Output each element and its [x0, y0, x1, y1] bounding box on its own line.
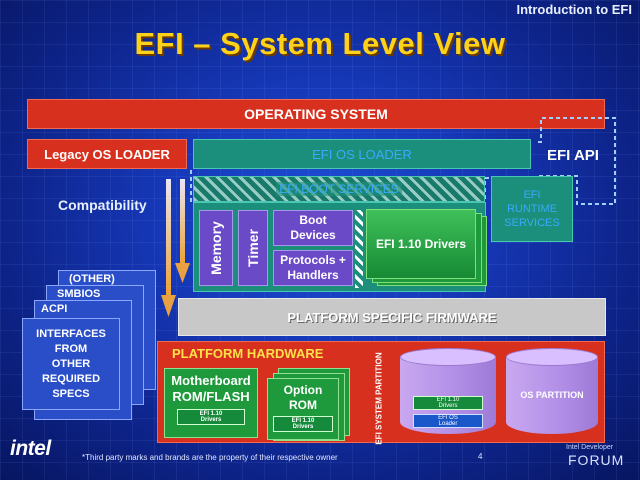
page-number: 4 [478, 452, 483, 461]
efi-drivers-box: EFI 1.10 Drivers [366, 209, 476, 279]
platform-firmware-bar: PLATFORM SPECIFIC FIRMWARE [178, 298, 606, 336]
interfaces-line-4: REQUIRED [41, 372, 101, 385]
system-partition-cylinder-top [400, 348, 496, 366]
partition-loader-chip: EFI OS Loader [413, 414, 483, 428]
option-rom-line-1: Option [283, 383, 323, 397]
runtime-line-1: EFI [523, 189, 541, 201]
option-rom-drivers-chip: EFI 1.10 Drivers [273, 416, 333, 432]
boot-devices-line-2: Devices [290, 228, 336, 242]
platform-hardware-label: PLATFORM HARDWARE [172, 346, 324, 361]
chip-line-1: EFI 1.10 [199, 411, 223, 417]
timer-label: Timer [245, 229, 261, 267]
interfaces-line-5: SPECS [52, 387, 90, 400]
chip-line-2: Drivers [292, 424, 314, 430]
forum-small-label: Intel Developer [566, 444, 614, 451]
efi-os-loader-label: EFI OS LOADER [312, 146, 412, 162]
efi-boot-services-label: EFI BOOT SERVICES [276, 182, 402, 196]
partition-drivers-line-1: EFI 1.10 [436, 397, 460, 403]
efi-boot-services: EFI BOOT SERVICES [193, 176, 485, 202]
efi-drivers-label: EFI 1.10 Drivers [375, 237, 467, 251]
option-rom-box: Option ROM EFI 1.10 Drivers [267, 378, 339, 440]
intel-logo: intel [10, 437, 51, 460]
compatibility-arrows [161, 179, 190, 317]
efi-runtime-services: EFI RUNTIME SERVICES [491, 176, 573, 242]
acpi-label: ACPI [41, 303, 68, 315]
os-partition-cylinder-top [506, 348, 598, 366]
motherboard-rom-box: Motherboard ROM/FLASH EFI 1.10 Drivers [164, 368, 258, 438]
other-label: (OTHER) [69, 273, 115, 285]
interfaces-line-3: OTHER [51, 357, 91, 370]
slide-title: EFI – System Level View [134, 26, 506, 61]
protocols-handlers-box: Protocols + Handlers [273, 250, 353, 286]
platform-firmware-label: PLATFORM SPECIFIC FIRMWARE [287, 309, 497, 325]
hatch-divider [355, 210, 363, 288]
corner-title: Introduction to EFI [516, 2, 632, 17]
legacy-os-loader-label: Legacy OS LOADER [44, 146, 170, 162]
partition-loader-line-2: Loader [438, 421, 458, 427]
operating-system-bar: OPERATING SYSTEM [27, 99, 605, 129]
footnote: *Third party marks and brands are the pr… [82, 453, 338, 462]
memory-label: Memory [208, 221, 224, 275]
efi-system-partition-label: EFI SYSTEM PARTITION [374, 351, 384, 445]
boot-devices-box: Boot Devices [273, 210, 353, 246]
partition-drivers-line-2: Drivers [438, 403, 458, 409]
boot-devices-line-1: Boot [299, 213, 327, 227]
interfaces-line-2: FROM [54, 342, 88, 355]
timer-box: Timer [238, 210, 268, 286]
runtime-line-3: SERVICES [504, 217, 560, 229]
interfaces-box: INTERFACES FROM OTHER REQUIRED SPECS [22, 318, 120, 410]
legacy-os-loader: Legacy OS LOADER [27, 139, 187, 169]
chip-line-2: Drivers [200, 417, 222, 423]
motherboard-line-1: Motherboard [171, 373, 251, 388]
compatibility-label: Compatibility [58, 197, 147, 213]
operating-system-label: OPERATING SYSTEM [244, 106, 388, 122]
os-partition-label: OS PARTITION [520, 390, 584, 400]
interfaces-line-1: INTERFACES [36, 327, 106, 340]
runtime-line-2: RUNTIME [506, 203, 558, 215]
smbios-label: SMBIOS [57, 288, 101, 300]
os-partition-cylinder: OS PARTITION [506, 356, 598, 434]
motherboard-drivers-chip: EFI 1.10 Drivers [177, 409, 245, 425]
protocols-line-2: Handlers [287, 268, 339, 282]
efi-api-label: EFI API [547, 147, 599, 164]
protocols-line-1: Protocols + [280, 253, 346, 267]
chip-line-1: EFI 1.10 [291, 418, 315, 424]
partition-drivers-chip: EFI 1.10 Drivers [413, 396, 483, 410]
efi-system-partition-label-box: EFI SYSTEM PARTITION [364, 352, 394, 444]
memory-box: Memory [199, 210, 233, 286]
partition-loader-line-1: EFI OS [438, 415, 458, 421]
motherboard-line-2: ROM/FLASH [172, 389, 250, 404]
forum-logo: FORUM [568, 452, 625, 468]
option-rom-line-2: ROM [289, 398, 317, 412]
efi-os-loader: EFI OS LOADER [193, 139, 531, 169]
